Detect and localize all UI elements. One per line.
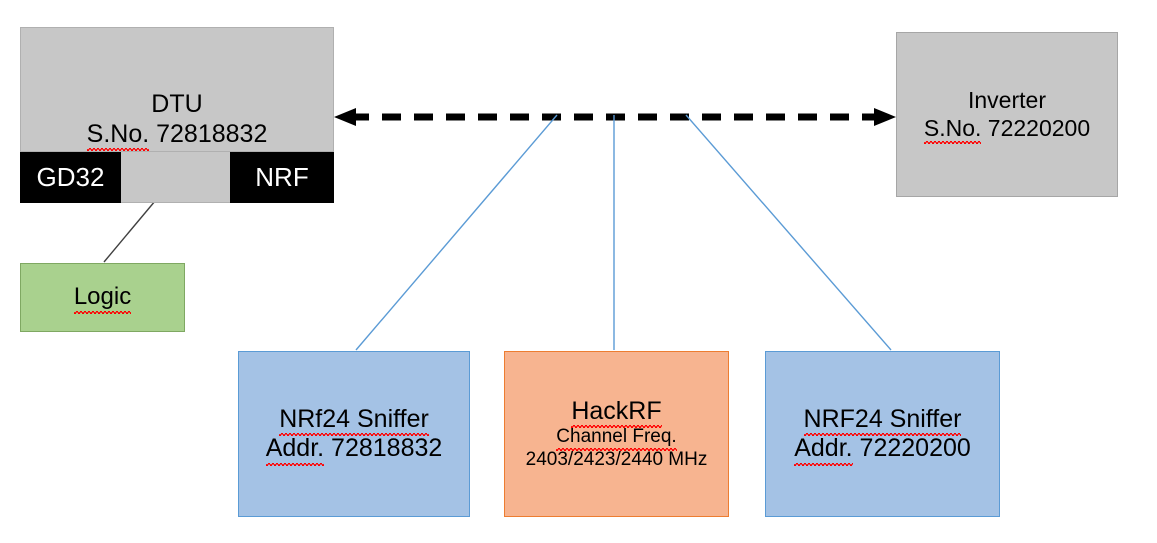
sniffer-left-title: NRf24 Sniffer [279,404,429,436]
sniffer-left-addr-value: 72818832 [331,434,443,462]
tap-wire-sniffer-right [685,114,892,351]
logic-label: Logic [73,283,132,314]
sniffer-right-name: NRF24 Sniffer [803,404,962,436]
dtu-serial: S.No. 72818832 [86,119,268,151]
sniffer-right-addr: Addr. 72220200 [794,434,971,465]
rf-link-dashed-arrow [334,108,896,126]
nrf-label: NRF [255,162,309,192]
dtu-serial-label: S.No. [86,119,150,151]
hackrf-frequencies: 2403/2423/2440 MHz [525,448,708,470]
gd32-label: GD32 [36,162,105,192]
sniffer-right-addr-value: 72220200 [859,434,971,462]
inverter-node[interactable]: Inverter S.No. 72220200 [896,32,1118,197]
hackrf-title: HackRF [571,396,662,428]
inverter-serial-label: S.No. [923,114,982,144]
nrf-chip[interactable]: NRF [230,152,334,203]
sniffer-left-addr: Addr. 72818832 [265,434,443,465]
dtu-node[interactable]: DTU S.No. 72818832 [20,27,334,152]
sniffer-right-addr-label: Addr. [794,434,853,465]
dtu-serial-value: 72818832 [156,119,268,148]
tap-wire-sniffer-left [355,114,558,351]
inverter-serial-value: 72220200 [987,114,1091,141]
sniffer-left-name: NRf24 Sniffer [279,404,429,436]
hackrf-node[interactable]: HackRF Channel Freq. 2403/2423/2440 MHz [504,351,729,517]
inverter-serial: S.No. 72220200 [923,114,1091,144]
hackrf-sub-label: Channel Freq. [556,426,678,452]
sniffer-right-node[interactable]: NRF24 Sniffer Addr. 72220200 [765,351,1000,517]
sniffer-left-addr-label: Addr. [265,434,325,465]
inverter-title: Inverter [968,87,1046,114]
logic-analyzer-node[interactable]: Logic [20,263,185,332]
gd32-chip[interactable]: GD32 [20,152,121,203]
dtu-title: DTU [151,90,203,118]
sniffer-left-node[interactable]: NRf24 Sniffer Addr. 72818832 [238,351,470,517]
sniffer-right-title: NRF24 Sniffer [803,404,962,436]
